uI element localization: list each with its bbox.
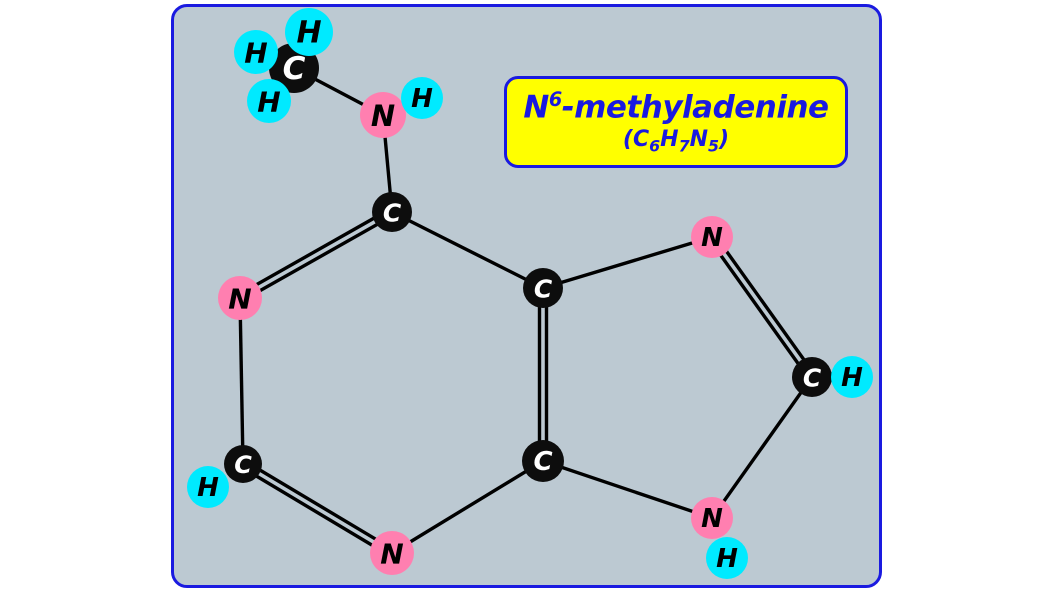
atom-H-C2: H (187, 466, 229, 508)
atom-H-methyl-1: H (234, 30, 278, 74)
atom-label-C8: C (803, 364, 822, 393)
bond-C5-C6 (391, 210, 544, 290)
atom-label-H-N6: H (411, 84, 433, 114)
atom-label-C5: C (534, 275, 553, 304)
formula-carbon-count: 6 (649, 136, 661, 156)
atom-H-methyl-2: H (285, 8, 333, 56)
atom-C8: C (792, 357, 832, 397)
atom-label-N9: N (701, 504, 723, 534)
bond-N3-C4 (391, 459, 544, 555)
molecule-name-prefix: N (523, 89, 549, 126)
atom-H-C8: H (831, 356, 873, 398)
formula-open: (C (622, 127, 650, 153)
atom-label-H-C2: H (197, 473, 219, 503)
atom-label-N6: N (371, 99, 395, 133)
bond-N9-C4 (542, 459, 713, 520)
bond-C5-N7 (542, 235, 713, 290)
atom-label-C2: C (234, 451, 252, 479)
bond-C4-C5 (537, 288, 549, 461)
molecule-name-superscript: 6 (548, 88, 562, 112)
formula-hydrogen-symbol: H (660, 127, 679, 153)
formula-nitrogen-count: 5 (708, 136, 720, 156)
formula-nitrogen-symbol: N (689, 127, 708, 153)
atom-label-H-methyl-3: H (257, 86, 280, 119)
atom-label-C6: C (383, 199, 402, 228)
molecule-name: N6-methyladenine (523, 88, 829, 126)
atom-label-N1: N (228, 283, 251, 316)
bond-C8-N9 (710, 376, 814, 519)
atom-label-H-methyl-1: H (244, 37, 267, 70)
atom-H-N9: H (706, 537, 748, 579)
molecule-name-suffix: -methyladenine (561, 89, 829, 126)
atom-N9: N (691, 497, 733, 539)
bond-C2-N3 (240, 459, 395, 558)
formula-hydrogen-count: 7 (678, 136, 690, 156)
molecule-title-box: N6-methyladenine (C6H7N5) (504, 76, 848, 168)
atom-label-H-N9: H (716, 544, 738, 574)
atom-H-methyl-3: H (247, 79, 291, 123)
atom-C5: C (523, 268, 563, 308)
bond-N7-C8 (707, 233, 817, 381)
atom-H-N6: H (401, 77, 443, 119)
atom-label-H-C8: H (841, 363, 863, 393)
atom-label-N3: N (380, 538, 403, 571)
atom-C6: C (372, 192, 412, 232)
atom-N3: N (370, 531, 414, 575)
atom-label-N7: N (701, 223, 723, 253)
atom-C4: C (522, 440, 564, 482)
formula-close: ) (719, 127, 730, 153)
atom-label-C-methyl: C (283, 51, 306, 87)
atom-C2: C (224, 445, 262, 483)
bond-N1-C2 (238, 297, 245, 465)
atom-N7: N (691, 216, 733, 258)
atom-N6: N (360, 92, 406, 138)
bond-C6-N1 (237, 207, 395, 303)
atom-label-C4: C (533, 447, 552, 477)
atom-label-H-methyl-2: H (296, 16, 321, 51)
atom-N1: N (218, 276, 262, 320)
molecule-formula: (C6H7N5) (623, 127, 729, 155)
